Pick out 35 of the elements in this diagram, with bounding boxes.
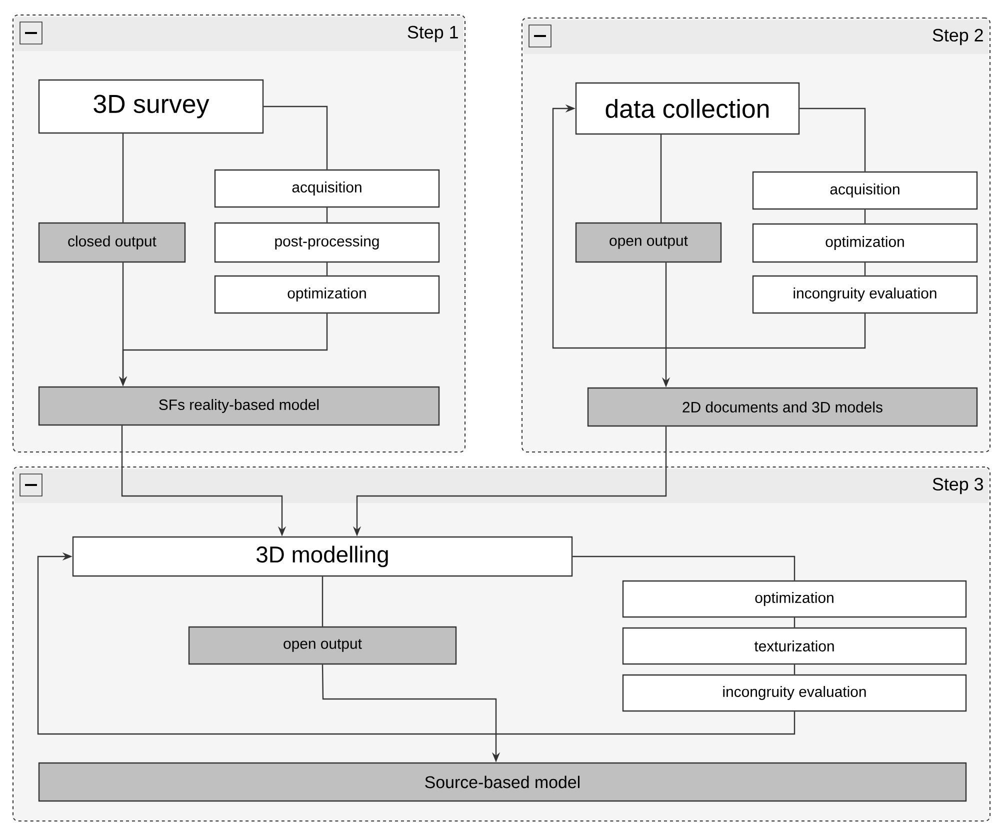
connector-line [326,208,328,222]
process-box: post-processing [214,222,440,263]
connector-line [864,262,866,276]
connector-line [800,108,866,172]
process-box: optimization [622,580,967,618]
connector-line [864,210,866,224]
process-box: 3D survey [38,79,264,134]
output-box: 2D documents and 3D models [587,387,978,427]
process-box: optimization [214,275,440,314]
connector-line [326,262,328,276]
output-box: Source-based model [38,762,967,802]
process-box: texturization [622,627,967,665]
output-box: SFs reality-based model [38,386,440,426]
group-heading: Step 3 [932,478,983,494]
arrow [37,552,796,735]
process-box: optimization [752,223,978,263]
connector-line [572,556,796,580]
output-box: open output [575,222,722,263]
process-box: acquisition [214,169,440,208]
output-box: closed output [38,222,186,263]
connector-line [322,576,324,626]
connector-line [660,134,662,222]
connector-line [794,618,796,628]
group-heading: Step 1 [408,26,458,42]
connector-line [264,106,328,170]
process-box: data collection [575,82,800,135]
group-heading: Step 2 [932,28,983,46]
output-box: open output [188,626,457,665]
process-box: 3D modelling [72,536,573,577]
process-box: incongruity evaluation [622,674,967,712]
connector-line [794,664,796,674]
process-box: acquisition [752,171,978,210]
arrow [552,104,866,349]
process-box: incongruity evaluation [752,275,978,314]
connector-line [122,134,124,222]
